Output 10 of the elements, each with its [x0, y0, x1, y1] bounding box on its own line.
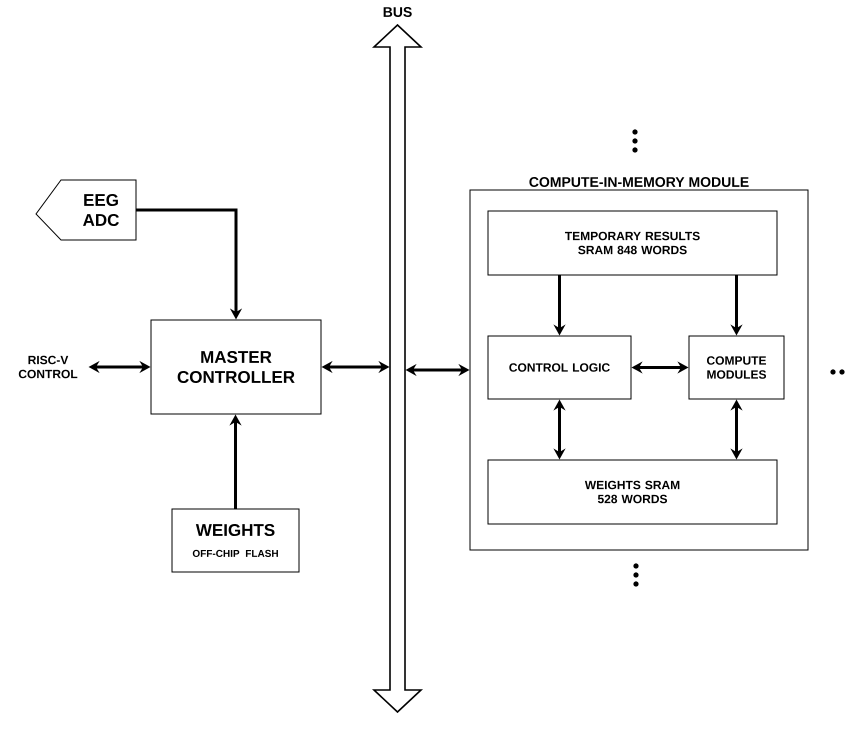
- block-box: WEIGHTS OFF-CHIP FLASH: [172, 508, 300, 572]
- node-label: COMPUTE-IN-MEMORY MODULE: [529, 177, 749, 187]
- node-label: BUS: [384, 7, 412, 17]
- block-box: MASTER CONTROLLER: [150, 320, 322, 414]
- block-box: TEMPORARY RESULTS SRAM 848 WORDS: [488, 210, 778, 276]
- adc-pentagon: EEG ADC: [35, 180, 136, 240]
- block-box: WEIGHTS SRAM 528 WORDS: [488, 460, 778, 524]
- port-label: RISC-V CONTROL: [18, 356, 78, 378]
- block-box: CONTROL LOGIC: [488, 336, 632, 400]
- block-box: COMPUTE MODULES: [688, 336, 784, 400]
